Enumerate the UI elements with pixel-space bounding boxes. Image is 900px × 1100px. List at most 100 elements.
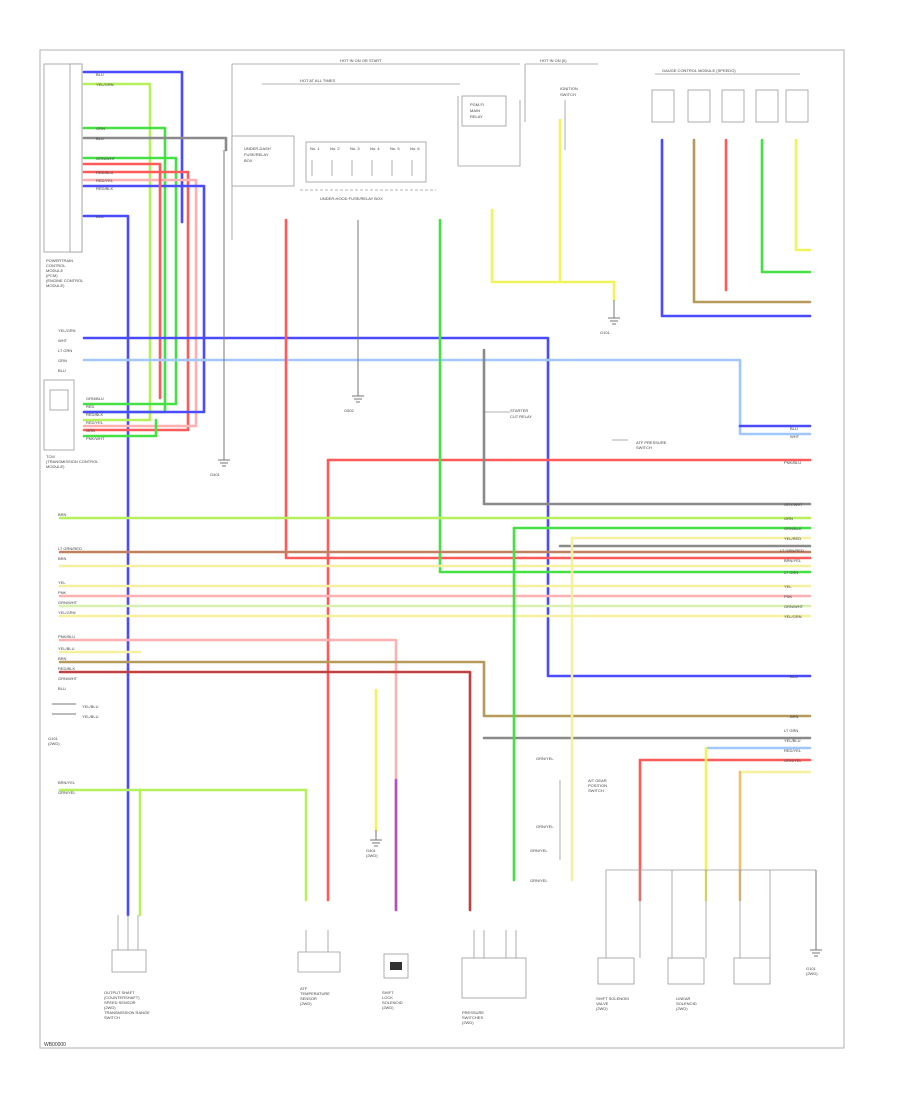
- wire-lightblue: [82, 358, 812, 436]
- svg-text:SWITCH: SWITCH: [636, 445, 652, 450]
- svg-text:GAUGE CONTROL MODULE (SPEEDO): GAUGE CONTROL MODULE (SPEEDO): [662, 68, 736, 73]
- svg-text:GRN/YEL: GRN/YEL: [58, 790, 76, 795]
- wire-lightgreen: [82, 82, 152, 422]
- svg-text:ATF: ATF: [300, 986, 308, 991]
- svg-text:GRN/WHT: GRN/WHT: [784, 604, 804, 609]
- svg-text:G401: G401: [210, 472, 221, 477]
- svg-text:YEL/GRN: YEL/GRN: [58, 610, 76, 615]
- svg-text:LOCK: LOCK: [382, 995, 393, 1000]
- left-wire-labels: YEL/GRN WHT LT GRN GRN BLU GRN/BLU RED R…: [58, 328, 105, 795]
- shift-solenoid: SHIFT SOLENOID VALVE (2WD): [596, 869, 816, 1011]
- ignition-switch: IGNITION SWITCH: [560, 86, 578, 150]
- svg-text:RED: RED: [86, 404, 95, 409]
- svg-text:BRN: BRN: [58, 512, 67, 517]
- svg-text:STARTER: STARTER: [510, 408, 528, 413]
- svg-text:BRN: BRN: [790, 714, 799, 719]
- starter-cut-relay: STARTER CUT RELAY: [484, 408, 532, 419]
- svg-text:BRN/YEL: BRN/YEL: [58, 780, 76, 785]
- svg-text:BLU: BLU: [96, 214, 104, 219]
- svg-text:VALVE: VALVE: [596, 1001, 609, 1006]
- junction-box: UNDER-DASH FUSE/RELAY BOX: [231, 135, 295, 187]
- svg-text:G101: G101: [48, 736, 59, 741]
- svg-text:BRN/YEL: BRN/YEL: [784, 558, 802, 563]
- svg-text:RED/BLK: RED/BLK: [96, 186, 113, 191]
- svg-text:SWITCHES: SWITCHES: [462, 1015, 483, 1020]
- svg-text:(PCM): (PCM): [46, 273, 58, 278]
- svg-text:SHIFT SOLENOID: SHIFT SOLENOID: [596, 996, 629, 1001]
- svg-text:ATF PRESSURE: ATF PRESSURE: [636, 440, 667, 445]
- svg-text:WHT: WHT: [790, 434, 800, 439]
- svg-text:SOLENOID: SOLENOID: [676, 1001, 697, 1006]
- svg-text:(2WD): (2WD): [300, 1001, 312, 1006]
- svg-text:(2WD): (2WD): [382, 1005, 394, 1010]
- wires: [58, 70, 812, 917]
- wire-gray-top: [82, 136, 228, 152]
- svg-text:LT GRN/RED: LT GRN/RED: [780, 548, 804, 553]
- svg-text:POWERTRAIN: POWERTRAIN: [46, 258, 73, 263]
- wire-gauge-blue: [660, 138, 812, 318]
- splice-labels: GRN/YEL GRN/YEL GRN/YEL GRN/YEL: [530, 756, 554, 883]
- svg-text:SHIFT: SHIFT: [382, 990, 394, 995]
- svg-text:SWITCH: SWITCH: [104, 1015, 120, 1020]
- svg-text:YEL/BLU: YEL/BLU: [82, 704, 99, 709]
- wire-blue-pcm: [82, 214, 130, 917]
- svg-text:PNK: PNK: [58, 590, 67, 595]
- svg-text:YEL: YEL: [784, 584, 792, 589]
- ground-top-mid: G502: [344, 220, 364, 413]
- svg-text:No. 3: No. 3: [350, 146, 360, 151]
- svg-text:SWITCH: SWITCH: [560, 92, 576, 97]
- svg-text:YEL/BLU: YEL/BLU: [58, 646, 75, 651]
- ground-left-lower: G101 (2WD): [48, 703, 76, 746]
- svg-text:YEL/RED: YEL/RED: [784, 536, 801, 541]
- wire-gauge-yellow: [794, 138, 812, 252]
- svg-text:(2WD): (2WD): [104, 1005, 116, 1010]
- svg-text:(2WD): (2WD): [366, 853, 378, 858]
- ground-mid-lower: G401 (2WD): [366, 830, 382, 858]
- vss-component: OUTPUT SHAFT (COUNTERSHAFT) SPEED SENSOR…: [104, 915, 150, 1020]
- fuse-strip: UNDER-HOOD FUSE/RELAY BOX: [300, 141, 436, 201]
- svg-text:BLU: BLU: [790, 426, 798, 431]
- atf-temp-sensor: ATF TEMPERATURE SENSOR (2WD): [297, 930, 341, 1006]
- svg-text:PNK/BLU: PNK/BLU: [58, 634, 75, 639]
- svg-text:YEL/GRN: YEL/GRN: [96, 82, 114, 87]
- wire-pink: [82, 178, 198, 428]
- svg-text:TRANSMISSION RANGE: TRANSMISSION RANGE: [104, 1010, 150, 1015]
- tcm-name: TCM (TRANSMISSION CONTROL MODULE): [46, 454, 99, 469]
- svg-text:GRN/YEL: GRN/YEL: [536, 824, 554, 829]
- svg-text:RED/BLU: RED/BLU: [96, 170, 113, 175]
- wire-blue-main: [82, 70, 184, 224]
- svg-text:POSITION: POSITION: [588, 783, 607, 788]
- fuse-elements: [311, 160, 413, 176]
- svg-text:LT GRN: LT GRN: [784, 728, 798, 733]
- svg-text:RED/YEL: RED/YEL: [86, 420, 104, 425]
- wire-green-fuse: [438, 218, 812, 574]
- svg-text:LT GRN/RED: LT GRN/RED: [58, 546, 82, 551]
- pcm-connector-top: [43, 63, 83, 253]
- svg-text:BLU: BLU: [96, 72, 104, 77]
- svg-text:RED/BLK: RED/BLK: [86, 412, 103, 417]
- svg-text:YEL/BLU: YEL/BLU: [82, 714, 99, 719]
- pcm-top-name: POWERTRAIN CONTROL MODULE (PCM) (ENGINE …: [46, 258, 84, 288]
- gauge-cluster: GAUGE CONTROL MODULE (SPEEDO): [651, 68, 809, 123]
- svg-text:LT GRN: LT GRN: [58, 348, 72, 353]
- wire-red-lower: [58, 670, 472, 912]
- svg-text:GRN/YEL: GRN/YEL: [530, 848, 548, 853]
- svg-text:No. 6: No. 6: [410, 146, 420, 151]
- svg-text:(2WD): (2WD): [806, 971, 818, 976]
- ground-top-left: G401: [210, 150, 230, 477]
- wire-gray-right: [482, 348, 812, 506]
- tcm-connector: [43, 379, 75, 451]
- svg-text:BRN: BRN: [58, 556, 67, 561]
- svg-text:G401: G401: [366, 848, 377, 853]
- pressure-switches: PRESSURE SWITCHES (2WD): [461, 930, 527, 1025]
- svg-text:SENSOR: SENSOR: [300, 996, 317, 1001]
- wire-red-2: [82, 162, 162, 400]
- wire-brown-lower: [58, 660, 812, 718]
- svg-text:PNK/WHT: PNK/WHT: [86, 436, 105, 441]
- svg-text:RED/BLK: RED/BLK: [58, 666, 75, 671]
- svg-text:GRN/WHT: GRN/WHT: [58, 600, 78, 605]
- diagram-frame: [39, 49, 845, 1049]
- svg-text:GRN/BLU: GRN/BLU: [86, 396, 104, 401]
- svg-text:BLU: BLU: [790, 674, 798, 679]
- bus-label-mid: HOT AT ALL TIMES: [300, 78, 335, 83]
